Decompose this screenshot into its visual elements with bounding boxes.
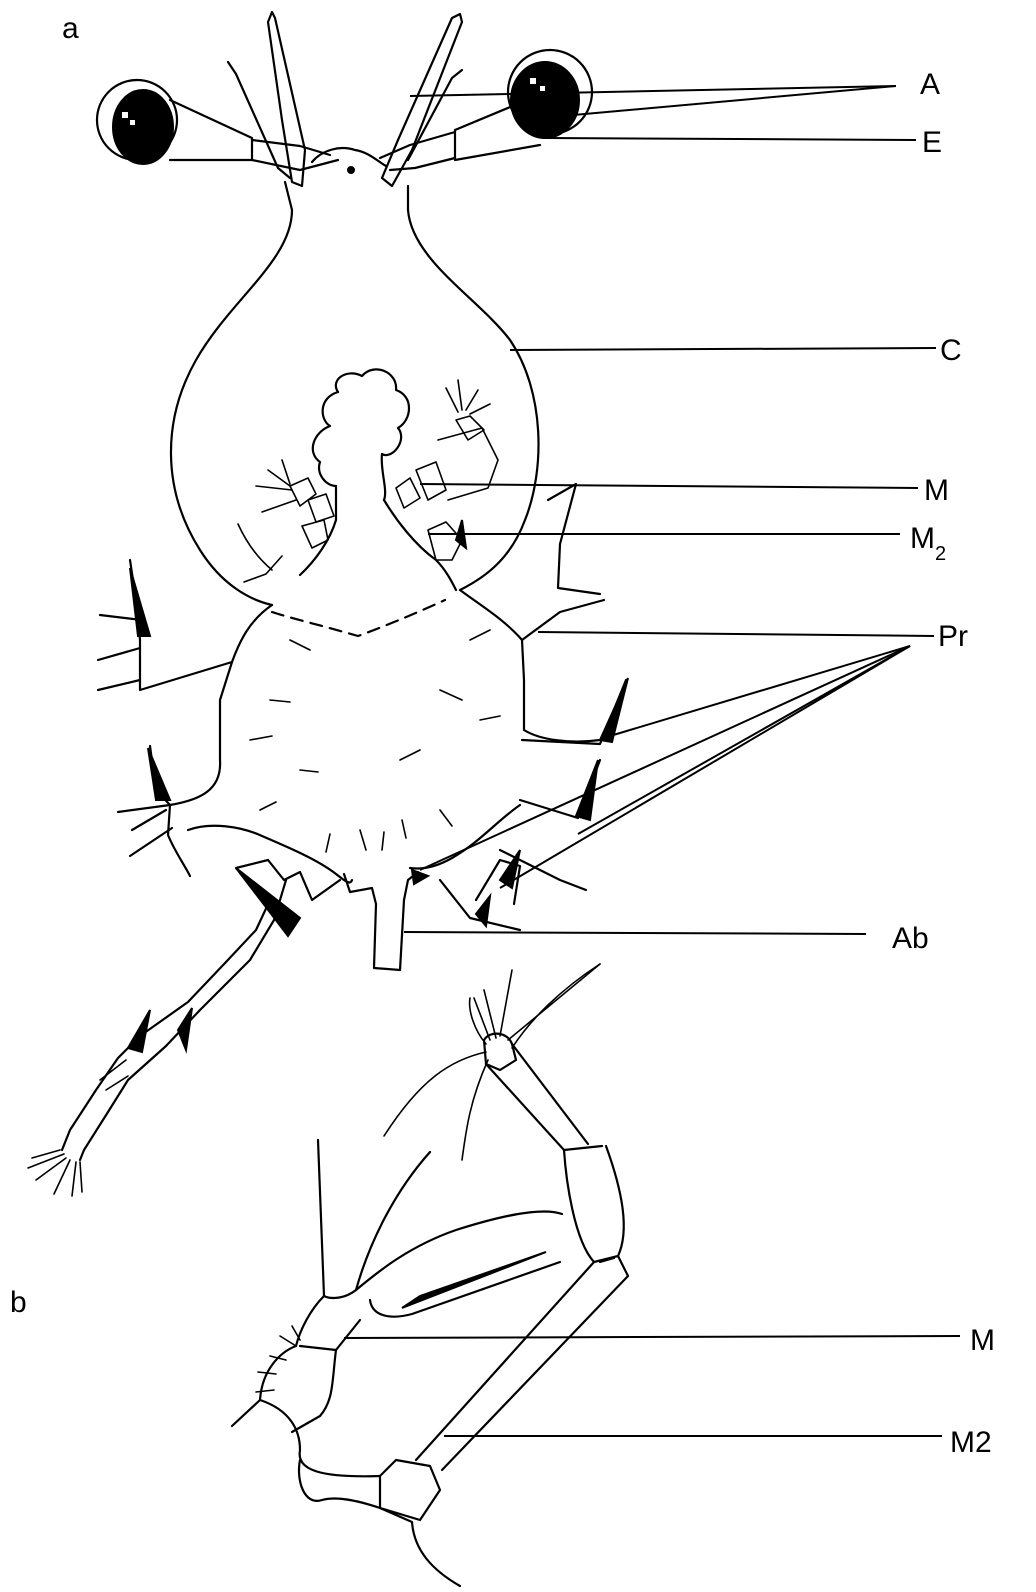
label-maxilla: M <box>924 474 949 507</box>
label-pereiopods: Pr <box>938 620 968 653</box>
leader-lines-b <box>344 1336 960 1436</box>
panel-a-letter: a <box>62 12 79 45</box>
label-maxilla-2-base: M <box>910 522 935 555</box>
antennae <box>228 12 462 186</box>
label-abdomen: Ab <box>892 922 929 955</box>
appendage-detail <box>232 964 628 1586</box>
mouthparts <box>238 369 498 590</box>
label-b-maxilla: M <box>970 1324 995 1357</box>
label-b-maxilla-2: M2 <box>950 1426 992 1459</box>
label-carapace: C <box>940 334 962 367</box>
label-eye: E <box>922 126 942 159</box>
left-eye <box>97 80 338 170</box>
label-maxilla-2-subscript: 2 <box>935 543 946 565</box>
panel-b-letter: b <box>10 1286 27 1319</box>
leader-lines-a <box>404 86 936 934</box>
thorax <box>168 590 600 882</box>
panel-b: b <box>10 964 995 1586</box>
panel-a: a <box>28 12 968 1196</box>
label-antennae: A <box>920 68 940 101</box>
abdomen <box>344 870 428 970</box>
label-maxilla-2: M2 <box>910 522 946 565</box>
